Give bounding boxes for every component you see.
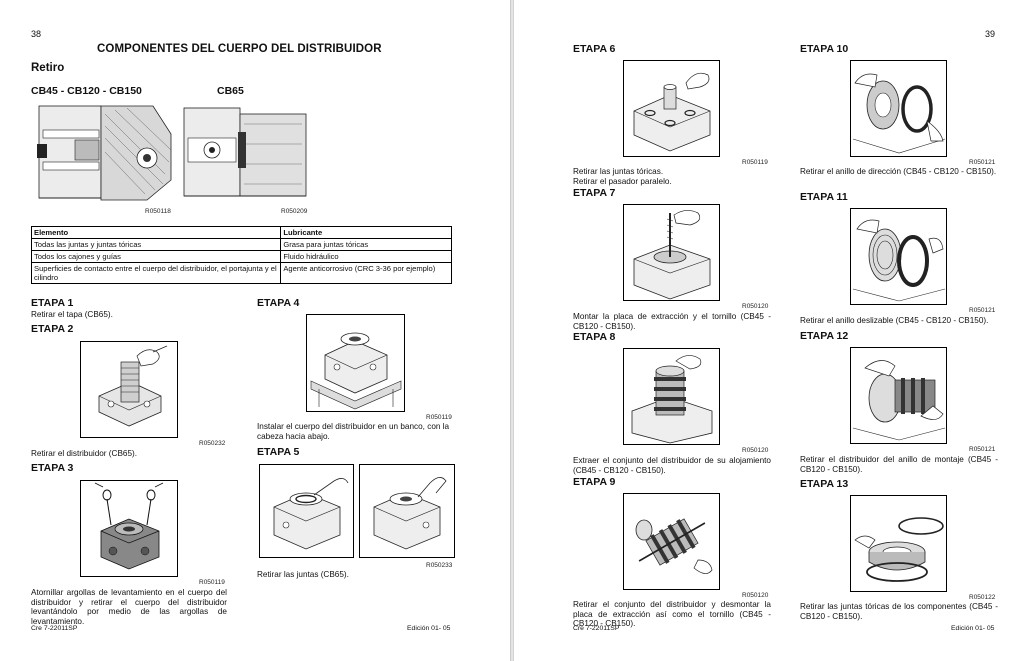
footer-doc-code: Cre 7-22011SP — [31, 625, 78, 632]
step-1-heading: ETAPA 1 — [31, 297, 74, 309]
cross-section-drawing-b — [182, 104, 308, 204]
lubricant-table: Elemento Lubricante Todas las juntas y j… — [30, 226, 452, 284]
book-gutter — [510, 0, 514, 661]
table-header: Elemento — [30, 226, 282, 239]
step-8-ref: R050120 — [742, 447, 769, 454]
footer-doc-code: Cre 7-22011SP — [573, 625, 620, 632]
step-13-text: Retirar las juntas tóricas de los compon… — [800, 602, 998, 621]
step-9-ref: R050120 — [742, 592, 769, 599]
step-2-ref: R050232 — [199, 440, 226, 447]
step-11-heading: ETAPA 11 — [800, 191, 848, 203]
table-header: Lubricante — [280, 226, 452, 239]
step-13-ref: R050122 — [969, 594, 996, 601]
step-6-illustration — [623, 60, 720, 157]
step-10-ref: R050121 — [969, 159, 996, 166]
right-page: 39 ETAPA 6 R050119 Retirar las juntas tó… — [514, 0, 1024, 661]
step-11-illustration — [850, 208, 947, 305]
step-5-illustration-b — [359, 464, 455, 558]
step-5-ref: R050233 — [426, 562, 453, 569]
step-4-ref: R050119 — [426, 414, 452, 421]
step-12-illustration — [850, 347, 947, 444]
figure-ref-b: R050209 — [281, 208, 308, 215]
step-10-illustration — [850, 60, 947, 157]
table-cell: Todos los cajones y guías — [30, 250, 282, 263]
table-row: Todas las juntas y juntas tóricas Grasa … — [30, 238, 452, 251]
step-3-heading: ETAPA 3 — [31, 462, 74, 474]
step-5-text: Retirar las juntas (CB65). — [257, 570, 349, 579]
model-heading-a: CB45 - CB120 - CB150 — [31, 85, 142, 97]
step-13-heading: ETAPA 13 — [800, 478, 849, 490]
step-5-heading: ETAPA 5 — [257, 446, 300, 458]
step-10-heading: ETAPA 10 — [800, 43, 849, 55]
step-13-illustration — [850, 495, 947, 592]
step-4-illustration — [306, 314, 405, 412]
step-6-ref: R050119 — [742, 159, 768, 166]
step-9-illustration — [623, 493, 720, 590]
step-8-heading: ETAPA 8 — [573, 331, 616, 343]
step-7-text: Montar la placa de extracción y el torni… — [573, 312, 771, 331]
step-4-text: Instalar el cuerpo del distribuidor en u… — [257, 422, 450, 441]
table-cell: Fluido hidráulico — [280, 250, 452, 263]
step-10-text: Retirar el anillo de dirección (CB45 - C… — [800, 167, 997, 176]
step-3-illustration — [80, 480, 178, 577]
page-number: 38 — [31, 29, 42, 39]
table-header-row: Elemento Lubricante — [30, 226, 452, 239]
step-4-heading: ETAPA 4 — [257, 297, 300, 309]
step-3-ref: R050119 — [199, 579, 225, 586]
model-heading-b: CB65 — [217, 85, 244, 97]
step-12-ref: R050121 — [969, 446, 996, 453]
cross-section-drawing-a — [35, 104, 174, 204]
step-6-text: Retirar las juntas tóricas. Retirar el p… — [573, 167, 672, 186]
section-heading: Retiro — [31, 62, 65, 74]
step-7-heading: ETAPA 7 — [573, 187, 616, 199]
table-row: Superficies de contacto entre el cuerpo … — [30, 262, 452, 284]
step-2-illustration — [80, 341, 178, 438]
table-cell: Todas las juntas y juntas tóricas — [30, 238, 282, 251]
table-row: Todos los cajones y guías Fluido hidrául… — [30, 250, 452, 263]
step-9-heading: ETAPA 9 — [573, 476, 616, 488]
step-7-ref: R050120 — [742, 303, 769, 310]
step-11-ref: R050121 — [969, 307, 996, 314]
step-6-heading: ETAPA 6 — [573, 43, 616, 55]
step-5-illustration-a — [259, 464, 354, 558]
step-1-text: Retirar el tapa (CB65). — [31, 310, 113, 319]
left-page: 38 COMPONENTES DEL CUERPO DEL DISTRIBUID… — [0, 0, 510, 661]
footer-edition: Edición 01- 05 — [407, 625, 451, 632]
page-number: 39 — [985, 29, 996, 39]
step-2-text: Retirar el distribuidor (CB65). — [31, 449, 138, 458]
step-7-illustration — [623, 204, 720, 301]
step-9-text: Retirar el conjunto del distribuidor y d… — [573, 600, 771, 629]
step-3-text: Atornillar argollas de levantamiento en … — [31, 588, 227, 626]
step-12-text: Retirar el distribuidor del anillo de mo… — [800, 455, 998, 474]
step-2-heading: ETAPA 2 — [31, 323, 74, 335]
step-12-heading: ETAPA 12 — [800, 330, 849, 342]
step-11-text: Retirar el anillo deslizable (CB45 - CB1… — [800, 316, 989, 325]
table-cell: Grasa para juntas tóricas — [280, 238, 452, 251]
table-cell: Agente anticorrosivo (CRC 3-36 por ejemp… — [280, 262, 452, 284]
step-8-text: Extraer el conjunto del distribuidor de … — [573, 456, 771, 475]
step-8-illustration — [623, 348, 720, 445]
figure-ref-a: R050118 — [145, 208, 171, 215]
table-cell: Superficies de contacto entre el cuerpo … — [30, 262, 282, 284]
page-title: COMPONENTES DEL CUERPO DEL DISTRIBUIDOR — [97, 43, 382, 55]
footer-edition: Edición 01- 05 — [951, 625, 995, 632]
